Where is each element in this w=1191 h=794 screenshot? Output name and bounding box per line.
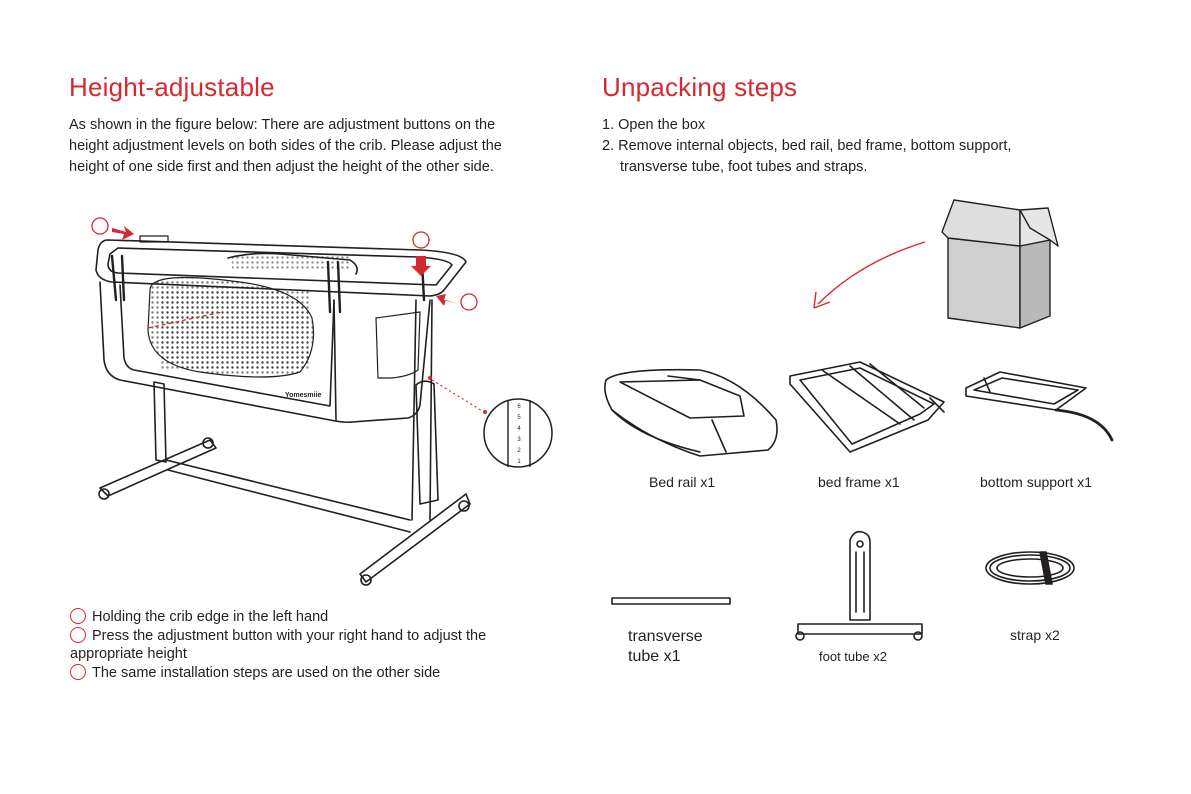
unpack-step-2-cont: transverse tube, foot tubes and straps. [620, 159, 868, 175]
unpack-step-2: 2. Remove internal objects, bed rail, be… [602, 138, 1012, 154]
scale-mark-5: 5 [517, 415, 521, 421]
scale-mark-2: 2 [517, 448, 521, 454]
step-circle-icon [70, 663, 86, 680]
scale-mark-3: 3 [517, 437, 521, 443]
caption-foot-tube: foot tube x2 [819, 649, 887, 664]
adjust-step-3: The same installation steps are used on … [70, 663, 486, 683]
caption-strap: strap x2 [1010, 627, 1060, 643]
height-scale: 6 5 4 3 2 1 [514, 402, 524, 468]
right-heading: Unpacking steps [602, 72, 798, 102]
adjust-step-2-cont: appropriate height [70, 646, 187, 662]
adjust-steps: Holding the crib edge in the left hand P… [70, 608, 486, 682]
caption-transverse-tube: transverse tube x1 [628, 627, 703, 667]
unpack-step-1: 1. Open the box [602, 117, 706, 133]
caption-transverse-line-1: transverse [628, 628, 703, 645]
step-circle-icon [70, 608, 86, 624]
left-heading: Height-adjustable [69, 72, 275, 102]
scale-mark-6: 6 [517, 404, 521, 410]
caption-transverse-line-2: tube x1 [628, 648, 681, 665]
intro-line-1: As shown in the figure below: There are … [69, 117, 496, 133]
intro-line-3: height of one side first and then adjust… [69, 159, 494, 175]
scale-mark-4: 4 [517, 426, 521, 432]
adjust-step-2: Press the adjustment button with your ri… [70, 626, 486, 646]
caption-bed-rail: Bed rail x1 [649, 474, 716, 490]
step-circle-icon [70, 626, 86, 643]
adjust-step-1: Holding the crib edge in the left hand [70, 608, 486, 627]
caption-bottom-support: bottom support x1 [980, 474, 1093, 490]
unpacking-steps: 1. Open the box 2. Remove internal objec… [602, 115, 1011, 178]
caption-bed-frame: bed frame x1 [818, 474, 900, 490]
intro-line-2: height adjustment levels on both sides o… [69, 138, 502, 154]
crib-brand-label: Yomesmiie [285, 392, 322, 399]
left-intro: As shown in the figure below: There are … [69, 115, 502, 178]
scale-mark-1: 1 [517, 459, 521, 465]
